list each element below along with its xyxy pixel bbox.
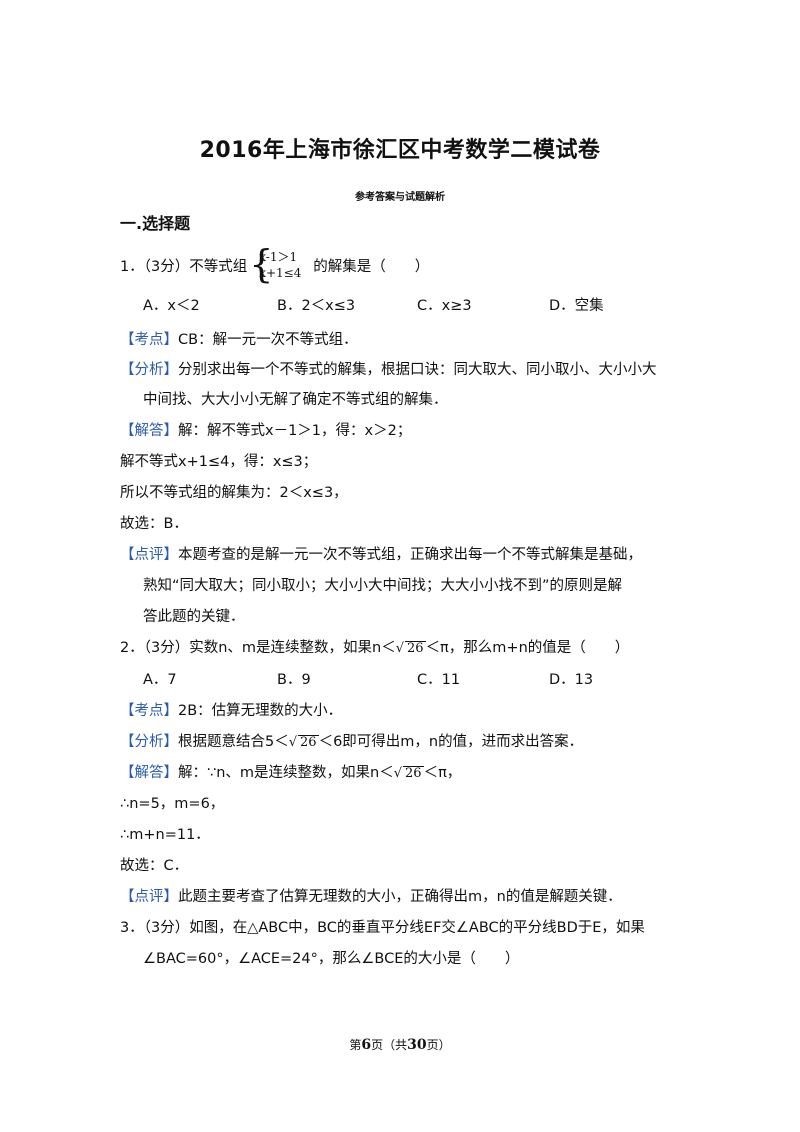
q1-inequality-system: {x-1＞1 x+1≤4	[249, 244, 311, 284]
footer-pre: 第	[349, 1038, 362, 1052]
q2-jieda-text-4: 故选：C．	[120, 858, 189, 874]
q1-dianping-text-2: 熟知“同大取大；同小取小；大小小大中间找；大大小小找不到”的原则是解	[143, 578, 623, 594]
q1-fenxi: 【分析】分别求出每一个不等式的解集，根据口诀：同大取大、同小取小、大小小大	[120, 358, 657, 379]
q2-option-c: C．11	[417, 672, 461, 688]
q1-fenxi-text-2: 中间找、大大小小无解了确定不等式组的解集．	[143, 392, 448, 408]
sqrt-icon: √	[395, 641, 405, 656]
q2-dianping-text-1: 此题主要考查了估算无理数的大小，正确得出m，n的值是解题关键．	[178, 889, 622, 905]
q1-jieda-text-1: 解：解不等式x－1＞1，得：x＞2；	[178, 423, 412, 439]
q2-kaodian: 【考点】2B：估算无理数的大小．	[120, 699, 342, 720]
q2-fenxi-radicand: 26	[298, 735, 319, 750]
q2-dianping: 【点评】此题主要考查了估算无理数的大小，正确得出m，n的值是解题关键．	[120, 885, 622, 906]
q1-system-row-1: x-1＞1	[259, 250, 298, 264]
q1-option-a: A．x＜2	[143, 298, 200, 314]
q1-system-row-2: x+1≤4	[259, 266, 302, 280]
sqrt-icon: √	[393, 766, 403, 781]
q1-option-b: B．2＜x≤3	[277, 298, 356, 314]
page-subtitle: 参考答案与试题解析	[355, 192, 445, 203]
q2-jieda-text-3: ∴m+n=11．	[120, 827, 210, 843]
jieda-tag: 【解答】	[120, 765, 178, 781]
q3-stem-1: 3．（3分）如图，在△ABC中，BC的垂直平分线EF交∠ABC的平分线BD于E，…	[120, 920, 645, 936]
dianping-tag: 【点评】	[120, 889, 178, 905]
fenxi-tag: 【分析】	[120, 362, 178, 378]
q1-option-c: C．x≥3	[417, 298, 472, 314]
q1-fenxi-text-1: 分别求出每一个不等式的解集，根据口诀：同大取大、同小取小、大小小大	[178, 362, 657, 378]
q1-dianping: 【点评】本题考查的是解一元一次不等式组，正确求出每一个不等式解集是基础，	[120, 543, 642, 564]
q2-option-d: D．13	[549, 672, 594, 688]
q1-prefix: 1．（3分）不等式组	[120, 259, 248, 275]
fenxi-tag: 【分析】	[120, 734, 178, 750]
q1-jieda: 【解答】解：解不等式x－1＞1，得：x＞2；	[120, 419, 411, 440]
q1-suffix: 的解集是（ ）	[313, 259, 430, 275]
kaodian-tag: 【考点】	[120, 703, 178, 719]
q1-kaodian-text: CB：解一元一次不等式组．	[178, 332, 358, 348]
dianping-tag: 【点评】	[120, 547, 178, 563]
footer-mid: 页（共	[371, 1038, 408, 1052]
q1-dianping-text-3: 答此题的关键．	[143, 609, 245, 625]
q2-jieda: 【解答】解：∵n、m是连续整数，如果n＜√26＜π，	[120, 761, 461, 782]
q2-fenxi: 【分析】根据题意结合5＜√26＜6即可得出m，n的值，进而求出答案．	[120, 730, 583, 751]
q2-radicand: 26	[405, 641, 426, 656]
q1-dianping-text-1: 本题考查的是解一元一次不等式组，正确求出每一个不等式解集是基础，	[178, 547, 642, 563]
q1-jieda-text-2: 解不等式x+1≤4，得：x≤3；	[120, 454, 318, 470]
q2-option-a: A．7	[143, 672, 177, 688]
q2-jieda-post: ＜π，	[423, 765, 462, 781]
sqrt-icon: √	[288, 735, 298, 750]
q2-prefix: 2．（3分）实数n、m是连续整数，如果n＜	[120, 640, 396, 656]
q2-kaodian-text: 2B：估算无理数的大小．	[178, 703, 343, 719]
section-heading: 一.选择题	[120, 214, 191, 233]
kaodian-tag: 【考点】	[120, 332, 178, 348]
footer-post: 页）	[426, 1038, 451, 1052]
brace-icon: {	[249, 242, 274, 286]
page-footer: 第6页（共30页）	[0, 1036, 800, 1053]
page-title: 2016年上海市徐汇区中考数学二模试卷	[199, 138, 601, 163]
q1-option-d: D．空集	[549, 298, 604, 314]
q2-option-b: B．9	[277, 672, 311, 688]
q2-stem: 2．（3分）实数n、m是连续整数，如果n＜√26＜π，那么m+n的值是（ ）	[120, 636, 629, 657]
jieda-tag: 【解答】	[120, 423, 178, 439]
q2-fenxi-post: ＜6即可得出m，n的值，进而求出答案．	[318, 734, 584, 750]
q2-jieda-radicand: 26	[403, 766, 424, 781]
q1-jieda-text-4: 故选：B．	[120, 516, 188, 532]
footer-total-pages: 30	[407, 1037, 427, 1053]
q2-suffix: ＜π，那么m+n的值是（ ）	[425, 640, 630, 656]
q1-kaodian: 【考点】CB：解一元一次不等式组．	[120, 328, 358, 349]
q2-jieda-text-2: ∴n=5，m=6，	[120, 796, 225, 812]
q2-jieda-pre: 解：∵n、m是连续整数，如果n＜	[178, 765, 394, 781]
footer-page-number: 6	[361, 1037, 372, 1053]
q1-stem: 1．（3分）不等式组{x-1＞1 x+1≤4 的解集是（ ）	[120, 244, 430, 284]
q2-fenxi-pre: 根据题意结合5＜	[178, 734, 289, 750]
q1-jieda-text-3: 所以不等式组的解集为：2＜x≤3，	[120, 485, 348, 501]
q3-stem-2: ∠BAC=60°，∠ACE=24°，那么∠BCE的大小是（ ）	[143, 951, 520, 967]
